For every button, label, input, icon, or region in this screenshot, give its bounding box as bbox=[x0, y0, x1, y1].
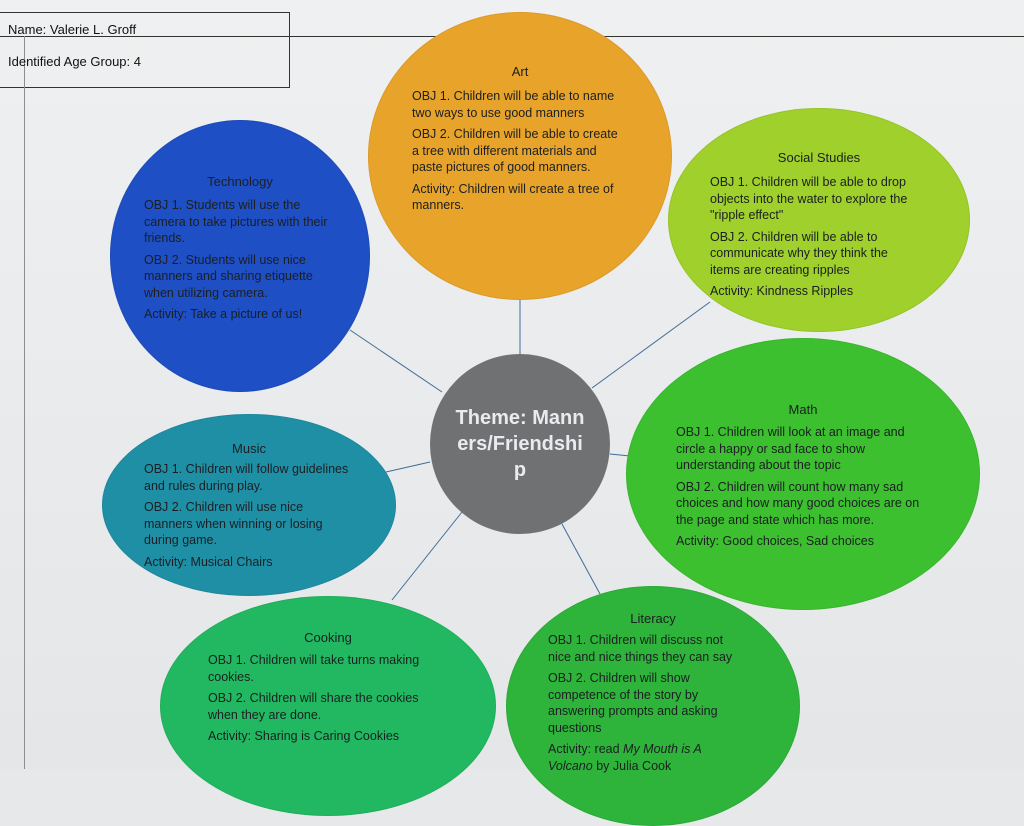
art-bubble: Art OBJ 1. Children will be able to name… bbox=[368, 12, 672, 300]
literacy-obj2: OBJ 2. Children will show competence of … bbox=[548, 671, 718, 735]
art-body: OBJ 1. Children will be able to name two… bbox=[412, 88, 624, 219]
cooking-activity: Activity: Sharing is Caring Cookies bbox=[208, 729, 400, 743]
cooking-obj2: OBJ 2. Children will share the cookies w… bbox=[208, 691, 419, 722]
art-obj1: OBJ 1. Children will be able to name two… bbox=[412, 89, 615, 120]
technology-obj2: OBJ 2. Students will use nice manners an… bbox=[144, 252, 313, 300]
student-name: Name: Valerie L. Groff bbox=[8, 22, 137, 37]
age-group: Identified Age Group: 4 bbox=[8, 54, 141, 69]
connector-lines bbox=[349, 296, 711, 601]
math-bubble: Math OBJ 1. Children will look at an ima… bbox=[626, 338, 980, 610]
technology-title: Technology bbox=[207, 174, 273, 189]
cooking-obj1: OBJ 1. Children will take turns making c… bbox=[208, 653, 420, 684]
literacy-bubble: Literacy OBJ 1. Children will discuss no… bbox=[506, 586, 800, 826]
math-obj1: OBJ 1. Children will look at an image an… bbox=[676, 425, 905, 472]
technology-obj1: OBJ 1. Students will use the camera to t… bbox=[144, 198, 328, 245]
technology-body: OBJ 1. Students will use the camera to t… bbox=[144, 197, 332, 328]
cooking-body: OBJ 1. Children will take turns making c… bbox=[208, 652, 448, 750]
literacy-title: Literacy bbox=[630, 611, 676, 626]
literacy-body: OBJ 1. Children will discuss not nice an… bbox=[548, 632, 748, 779]
music-activity: Activity: Musical Chairs bbox=[144, 554, 273, 569]
music-obj1: OBJ 1. Children will follow guidelines a… bbox=[144, 462, 349, 493]
music-bubble: Music OBJ 1. Children will follow guidel… bbox=[102, 414, 396, 596]
social-studies-body: OBJ 1. Children will be able to drop obj… bbox=[710, 174, 920, 305]
music-body: OBJ 1. Children will follow guidelines a… bbox=[144, 461, 354, 575]
literacy-activity: Activity: read My Mouth is A Volcano by … bbox=[548, 741, 748, 774]
social-studies-obj2: OBJ 2. Children will be able to communic… bbox=[710, 229, 888, 277]
social-studies-obj1: OBJ 1. Children will be able to drop obj… bbox=[710, 175, 908, 222]
music-title: Music bbox=[232, 441, 266, 456]
social-studies-activity: Activity: Kindness Ripples bbox=[710, 284, 854, 298]
music-obj2: OBJ 2. Children will use nice manners wh… bbox=[144, 500, 323, 547]
cooking-bubble: Cooking OBJ 1. Children will take turns … bbox=[160, 596, 496, 816]
math-activity: Activity: Good choices, Sad choices bbox=[676, 534, 875, 548]
cooking-title: Cooking bbox=[304, 630, 352, 645]
theme-center-circle: Theme: Manners/Friendship bbox=[430, 354, 610, 534]
art-obj2: OBJ 2. Children will be able to create a… bbox=[412, 127, 618, 174]
literacy-obj1: OBJ 1. Children will discuss not nice an… bbox=[548, 633, 733, 664]
math-title: Math bbox=[788, 402, 818, 417]
technology-bubble: Technology OBJ 1. Students will use the … bbox=[110, 120, 370, 392]
header-table bbox=[0, 12, 290, 88]
art-activity: Activity: Children will create a tree of… bbox=[412, 181, 614, 213]
social-studies-title: Social Studies bbox=[777, 150, 861, 165]
literacy-activity-prefix: Activity: read bbox=[548, 742, 624, 756]
art-title: Art bbox=[511, 64, 529, 79]
math-obj2: OBJ 2. Children will count how many sad … bbox=[676, 479, 920, 527]
technology-activity: Activity: Take a picture of us! bbox=[144, 307, 303, 321]
literacy-activity-suffix: by Julia Cook bbox=[592, 758, 672, 773]
page-margin-line bbox=[24, 36, 25, 769]
math-body: OBJ 1. Children will look at an image an… bbox=[676, 424, 932, 555]
theme-label: Theme: Manners/Friendship bbox=[455, 407, 585, 481]
social-studies-bubble: Social Studies OBJ 1. Children will be a… bbox=[668, 108, 970, 332]
